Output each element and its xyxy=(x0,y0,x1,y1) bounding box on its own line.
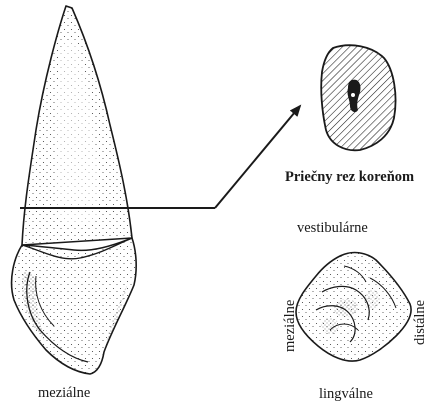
label-vestibular: vestibulárne xyxy=(297,220,368,236)
label-tooth-mesial: meziálne xyxy=(38,385,90,401)
label-mesial-side: meziálne xyxy=(282,300,298,352)
tooth-mesial-view xyxy=(12,6,300,374)
section-arrow xyxy=(215,106,300,208)
cross-section-caption: Priečny rez koreňom xyxy=(285,169,414,185)
occlusal-view xyxy=(296,253,411,362)
label-lingual: lingválne xyxy=(319,386,373,402)
root-cross-section xyxy=(321,45,395,150)
label-distal-side: distálne xyxy=(412,300,428,345)
